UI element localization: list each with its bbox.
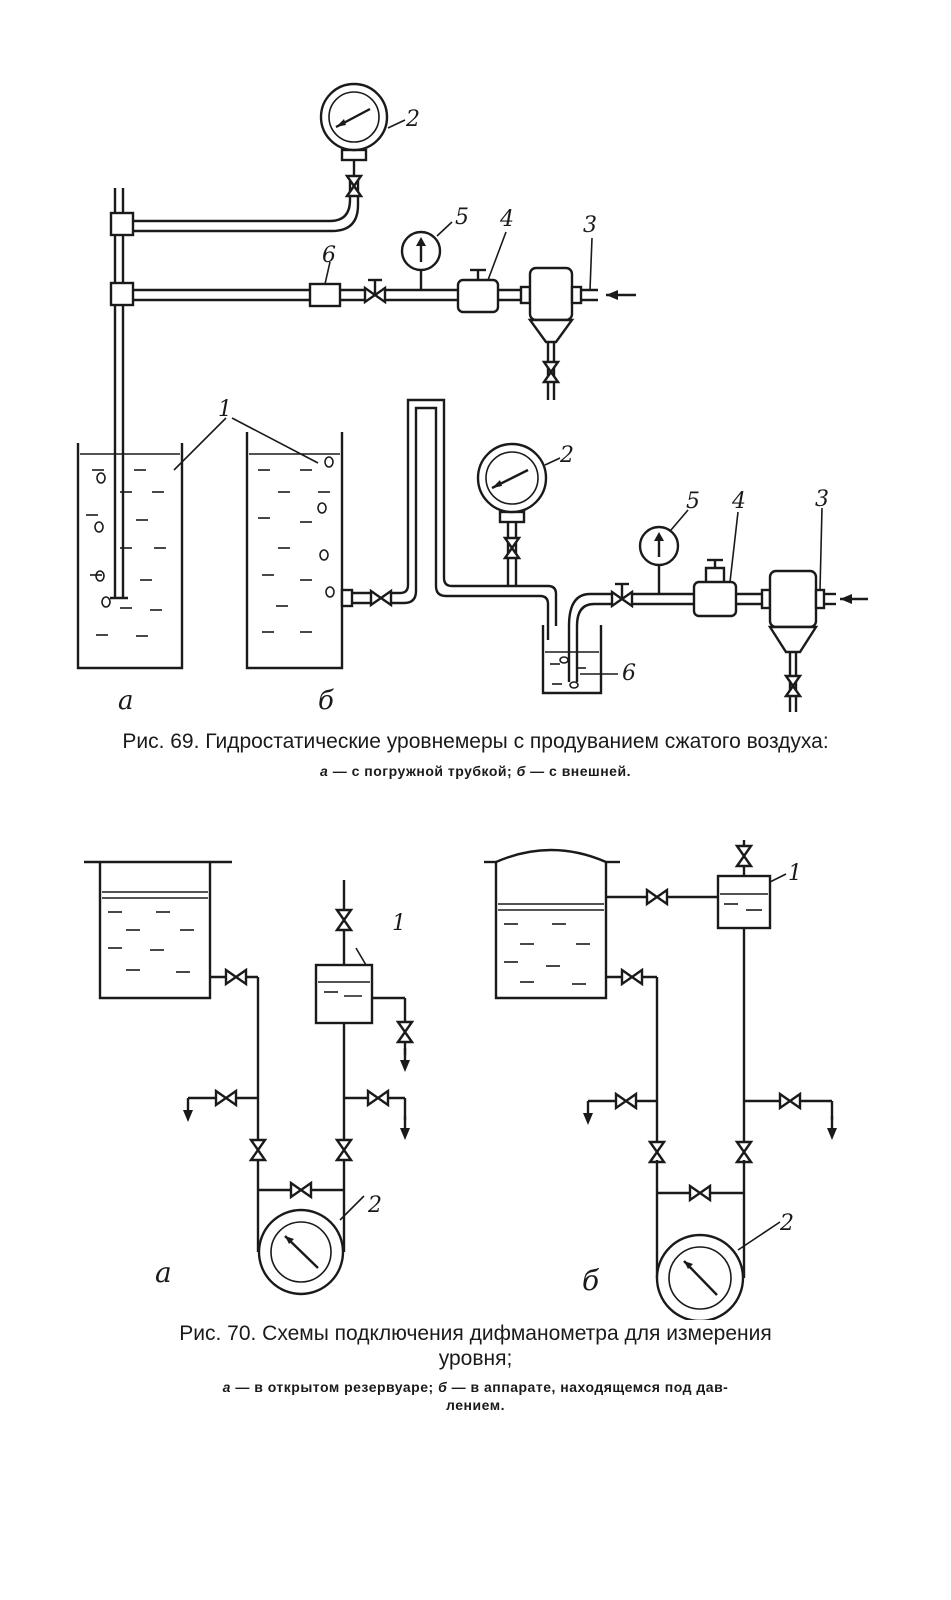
label-3: 3 bbox=[583, 213, 597, 238]
figure-70-caption-line1: Рис. 70. Схемы подключения дифманометра … bbox=[179, 1322, 772, 1345]
valve-drain-left-a bbox=[214, 1089, 238, 1107]
sub-a-text: — с погружной трубкой; bbox=[328, 763, 517, 779]
label-5b: 5 bbox=[686, 489, 700, 514]
drain-valve-filter bbox=[542, 360, 560, 384]
leader-1-a bbox=[173, 417, 227, 471]
condensation-vessel-1b bbox=[716, 874, 772, 930]
valve-tank-b bbox=[369, 589, 393, 607]
bubbler-vessel-6 bbox=[541, 625, 603, 695]
label-1: 1 bbox=[218, 397, 232, 422]
tee-fitting-lower bbox=[109, 281, 135, 307]
valve-drain-right-a bbox=[366, 1089, 390, 1107]
sub70-b-text: — в аппарате, находящемся под дав- bbox=[447, 1379, 729, 1395]
pressure-regulator-4b bbox=[692, 580, 738, 618]
valve-top-link-b bbox=[645, 888, 669, 906]
valve-left-a bbox=[249, 1138, 267, 1162]
pressure-gauge-5 bbox=[400, 230, 442, 272]
figure-69-caption: Рис. 69. Гидростатические уровнемеры с п… bbox=[122, 730, 829, 753]
condensation-vessel-1a bbox=[314, 963, 374, 1025]
sub70-a-text: — в открытом резервуаре; bbox=[230, 1379, 439, 1395]
label-a: а bbox=[118, 686, 134, 716]
valve-tank-a bbox=[224, 968, 248, 986]
pressure-regulator-4 bbox=[456, 278, 500, 314]
label-b-70: б bbox=[582, 1264, 600, 1297]
tank-a bbox=[76, 443, 184, 670]
tank-b bbox=[245, 432, 344, 670]
leader-1-b bbox=[231, 417, 319, 464]
label-2-70a: 2 bbox=[367, 1193, 382, 1218]
label-a-70: а bbox=[155, 1256, 172, 1289]
label-4: 4 bbox=[499, 207, 514, 232]
valve-left-b bbox=[648, 1140, 666, 1164]
valve-right-a bbox=[335, 1138, 353, 1162]
label-1-70b: 1 bbox=[788, 861, 802, 886]
drain-valve-filter-b bbox=[784, 674, 802, 698]
drain-arrow-right-b bbox=[825, 1114, 839, 1142]
valve-drain-right-b bbox=[778, 1092, 802, 1110]
sub-a-letter: а bbox=[320, 763, 329, 779]
equalizing-valve-b bbox=[688, 1184, 712, 1202]
tee-fitting-upper bbox=[109, 211, 135, 237]
label-2-70b: 2 bbox=[779, 1211, 794, 1236]
pressure-gauge-2b bbox=[476, 442, 548, 514]
equalizing-valve-a bbox=[289, 1181, 313, 1199]
valve-drain-left-b bbox=[614, 1092, 638, 1110]
figure-70-subcaption-line2: лением. bbox=[446, 1397, 505, 1413]
label-6: 6 bbox=[322, 243, 336, 268]
pressure-gauge-2 bbox=[319, 82, 389, 152]
label-b: б bbox=[318, 686, 334, 716]
air-filter-3 bbox=[527, 266, 598, 400]
drain-arrow-vessel-a bbox=[398, 1046, 412, 1074]
drain-arrow-left-a bbox=[181, 1096, 195, 1124]
pressure-gauge-5b bbox=[638, 525, 680, 567]
sub70-a-letter: а bbox=[222, 1379, 231, 1395]
figure-70: 1 2 1 2 а б bbox=[0, 820, 951, 1320]
differential-manometer-2b bbox=[655, 1233, 745, 1320]
valve-right-b bbox=[735, 1140, 753, 1164]
diagram-70a bbox=[84, 860, 414, 1296]
valve-top-a bbox=[335, 908, 353, 932]
label-2b: 2 bbox=[559, 443, 574, 468]
diagram-70b bbox=[484, 840, 839, 1320]
valve-vessel-drain-a bbox=[396, 1020, 414, 1044]
label-5: 5 bbox=[455, 205, 469, 230]
sub70-b-letter: б bbox=[438, 1379, 448, 1395]
sub-b-text: — с внешней. bbox=[525, 763, 631, 779]
label-4b: 4 bbox=[731, 489, 746, 514]
figure-69-drawing: 2 5 4 3 6 1 2 5 4 3 6 а б bbox=[76, 82, 868, 716]
label-3b: 3 bbox=[815, 487, 829, 512]
valve-tank-b2 bbox=[620, 968, 644, 986]
figure-69-subcaption: а — с погружной трубкой; б — с внешней. bbox=[0, 762, 951, 780]
figure-70-drawing: 1 2 1 2 а б bbox=[84, 840, 839, 1320]
drain-arrow-right-a bbox=[398, 1114, 412, 1142]
label-1-70a: 1 bbox=[392, 911, 406, 936]
figure-70-subcaption: а — в открытом резервуаре; б — в аппарат… bbox=[0, 1378, 951, 1396]
label-2: 2 bbox=[405, 107, 420, 132]
figure-69: 2 5 4 3 6 1 2 5 4 3 6 а б bbox=[0, 0, 951, 720]
differential-manometer-2a bbox=[257, 1208, 345, 1296]
figure-70-caption-line2: уровня; bbox=[438, 1347, 513, 1370]
rotameter-6 bbox=[308, 282, 342, 308]
immersion-tube bbox=[110, 188, 128, 600]
sub-b-letter: б bbox=[516, 763, 526, 779]
drain-arrow-left-b bbox=[581, 1099, 595, 1127]
valve-top-b bbox=[735, 844, 753, 868]
air-filter-3b bbox=[767, 569, 836, 712]
label-6b: 6 bbox=[622, 661, 636, 686]
